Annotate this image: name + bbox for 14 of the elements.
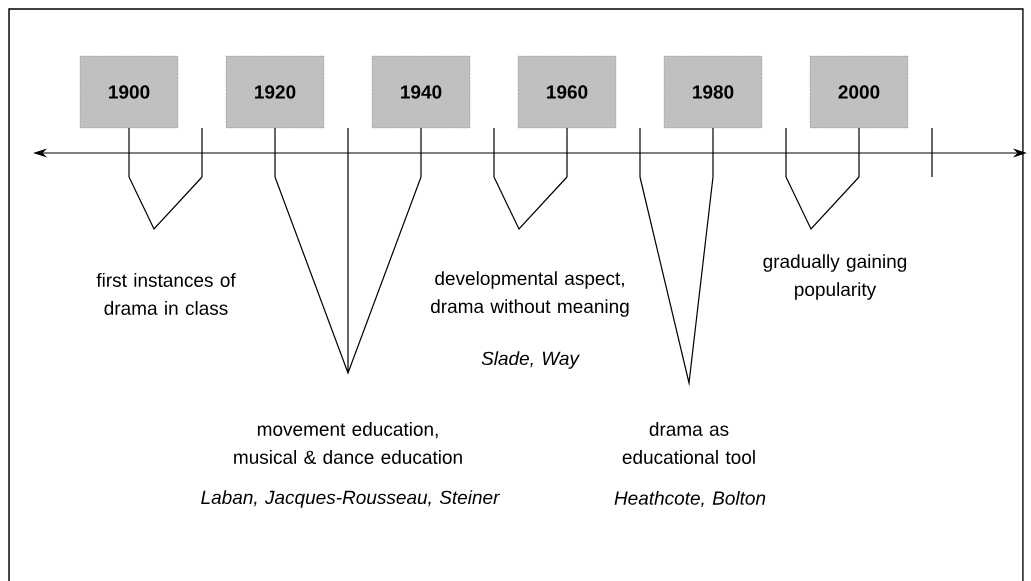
year-box: 2000: [809, 55, 909, 129]
period-description: gradually gaining popularity: [763, 254, 907, 300]
period-description: drama as educational tool: [622, 422, 755, 464]
author-names: Laban, Jacques-Rousseau, Steiner: [201, 490, 501, 508]
year-box: 1960: [517, 55, 617, 129]
period-description: developmental aspect, drama without meaning: [431, 271, 629, 317]
period-description: first instances of drama in class: [96, 273, 236, 315]
author-names: Slade, Way: [481, 351, 580, 369]
year-box: 1940: [371, 55, 471, 129]
year-box: 1980: [663, 55, 763, 129]
year-box: 1920: [225, 55, 325, 129]
period-description: movement education, musical & dance education: [234, 422, 462, 464]
year-box: 1900: [79, 55, 179, 129]
author-names: Heathcote, Bolton: [614, 490, 766, 508]
